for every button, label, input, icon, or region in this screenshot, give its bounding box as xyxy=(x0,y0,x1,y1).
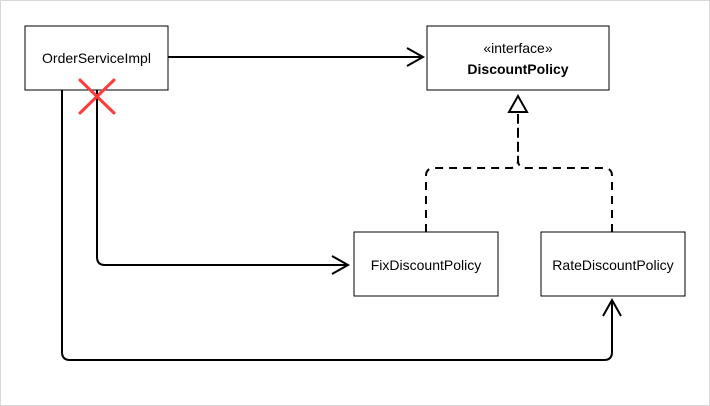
node-rate-discount-policy[interactable]: RateDiscountPolicy xyxy=(540,231,686,297)
node-stereotype: «interface» xyxy=(483,40,552,56)
edge-order-to-discount-policy xyxy=(168,47,426,67)
edge-order-to-fix-policy xyxy=(96,90,351,275)
node-discount-policy[interactable]: «interface» DiscountPolicy xyxy=(426,25,610,91)
edge-realization-rate xyxy=(517,114,613,232)
edge-realization-fix xyxy=(425,114,519,232)
node-label: OrderServiceImpl xyxy=(42,50,151,66)
arrowhead-icon xyxy=(602,297,622,317)
node-fix-discount-policy[interactable]: FixDiscountPolicy xyxy=(353,231,499,297)
node-order-service-impl[interactable]: OrderServiceImpl xyxy=(24,25,169,91)
node-label: DiscountPolicy xyxy=(467,61,568,77)
red-cross-icon xyxy=(78,78,116,115)
arrowhead-icon xyxy=(406,47,426,67)
arrowhead-icon xyxy=(331,255,351,275)
node-label: RateDiscountPolicy xyxy=(552,257,673,273)
edge-order-to-rate-policy xyxy=(61,90,622,361)
inheritance-triangle-icon xyxy=(507,93,529,113)
node-label: FixDiscountPolicy xyxy=(371,257,481,273)
